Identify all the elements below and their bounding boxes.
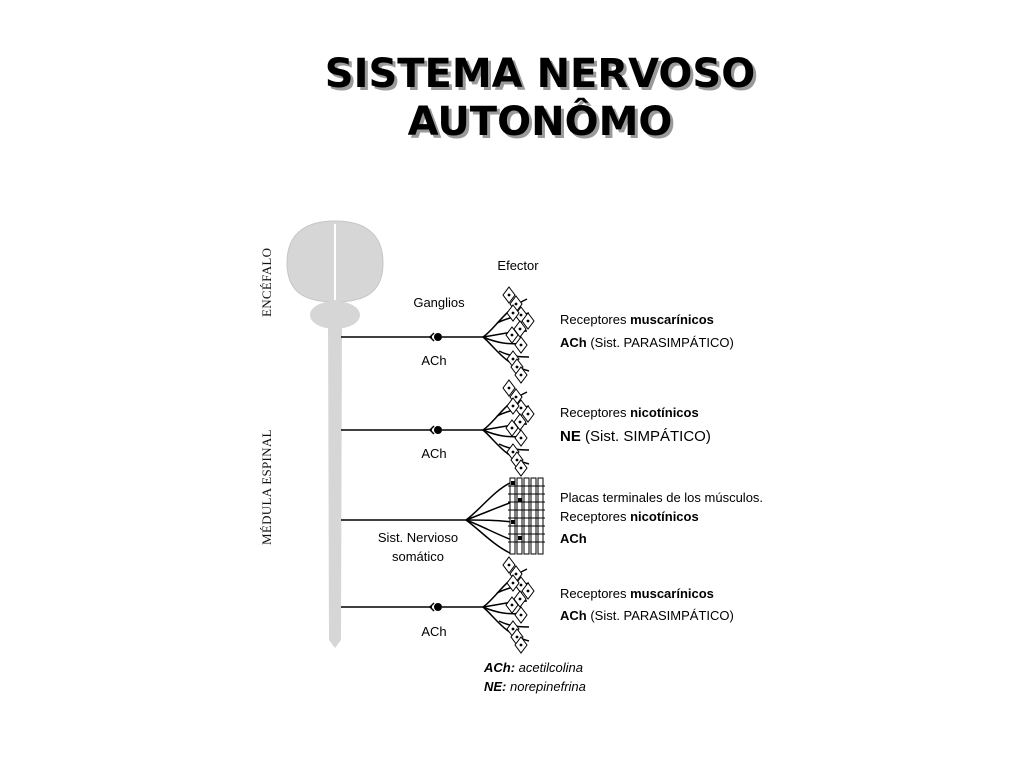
pathway-sympathetic: [341, 380, 534, 476]
motor-endplate-label: Placas terminales de los músculos.: [560, 490, 763, 505]
ganglia-label: Ganglios: [413, 295, 465, 310]
brain-icon: [287, 221, 383, 329]
ach-label-4: ACh: [421, 624, 446, 639]
receptor-label-3: Receptores nicotínicos: [560, 509, 699, 524]
legend-item-ach: ACh: acetilcolina: [483, 660, 583, 675]
legend-item-ne: NE: norepinefrina: [484, 679, 586, 694]
ganglion-icon: [434, 333, 442, 341]
somatic-label-line-1: Sist. Nervioso: [378, 530, 458, 545]
brain-side-label: ENCÉFALO: [259, 248, 274, 317]
ach-label-1: ACh: [421, 353, 446, 368]
receptor-label-2: Receptores nicotínicos: [560, 405, 699, 420]
receptor-label-4: Receptores muscarínicos: [560, 586, 714, 601]
effector-label: Efector: [497, 258, 539, 273]
ganglion-icon: [434, 603, 442, 611]
system-label-2: NE (Sist. SIMPÁTICO): [560, 428, 711, 445]
spinal-cord-icon: [328, 318, 342, 648]
ach-label-2: ACh: [421, 446, 446, 461]
ganglion-icon: [434, 426, 442, 434]
system-label-1: ACh (Sist. PARASIMPÁTICO): [560, 335, 734, 350]
system-label-3: ACh: [560, 531, 587, 546]
receptor-label-1: Receptores muscarínicos: [560, 312, 714, 327]
muscle-fibers-icon: [508, 478, 545, 554]
legend: ACh: acetilcolina NE: norepinefrina: [483, 660, 586, 694]
system-label-4: ACh (Sist. PARASIMPÁTICO): [560, 608, 734, 623]
spinal-cord-side-label: MÉDULA ESPINAL: [259, 429, 274, 545]
somatic-label-line-2: somático: [392, 549, 444, 564]
